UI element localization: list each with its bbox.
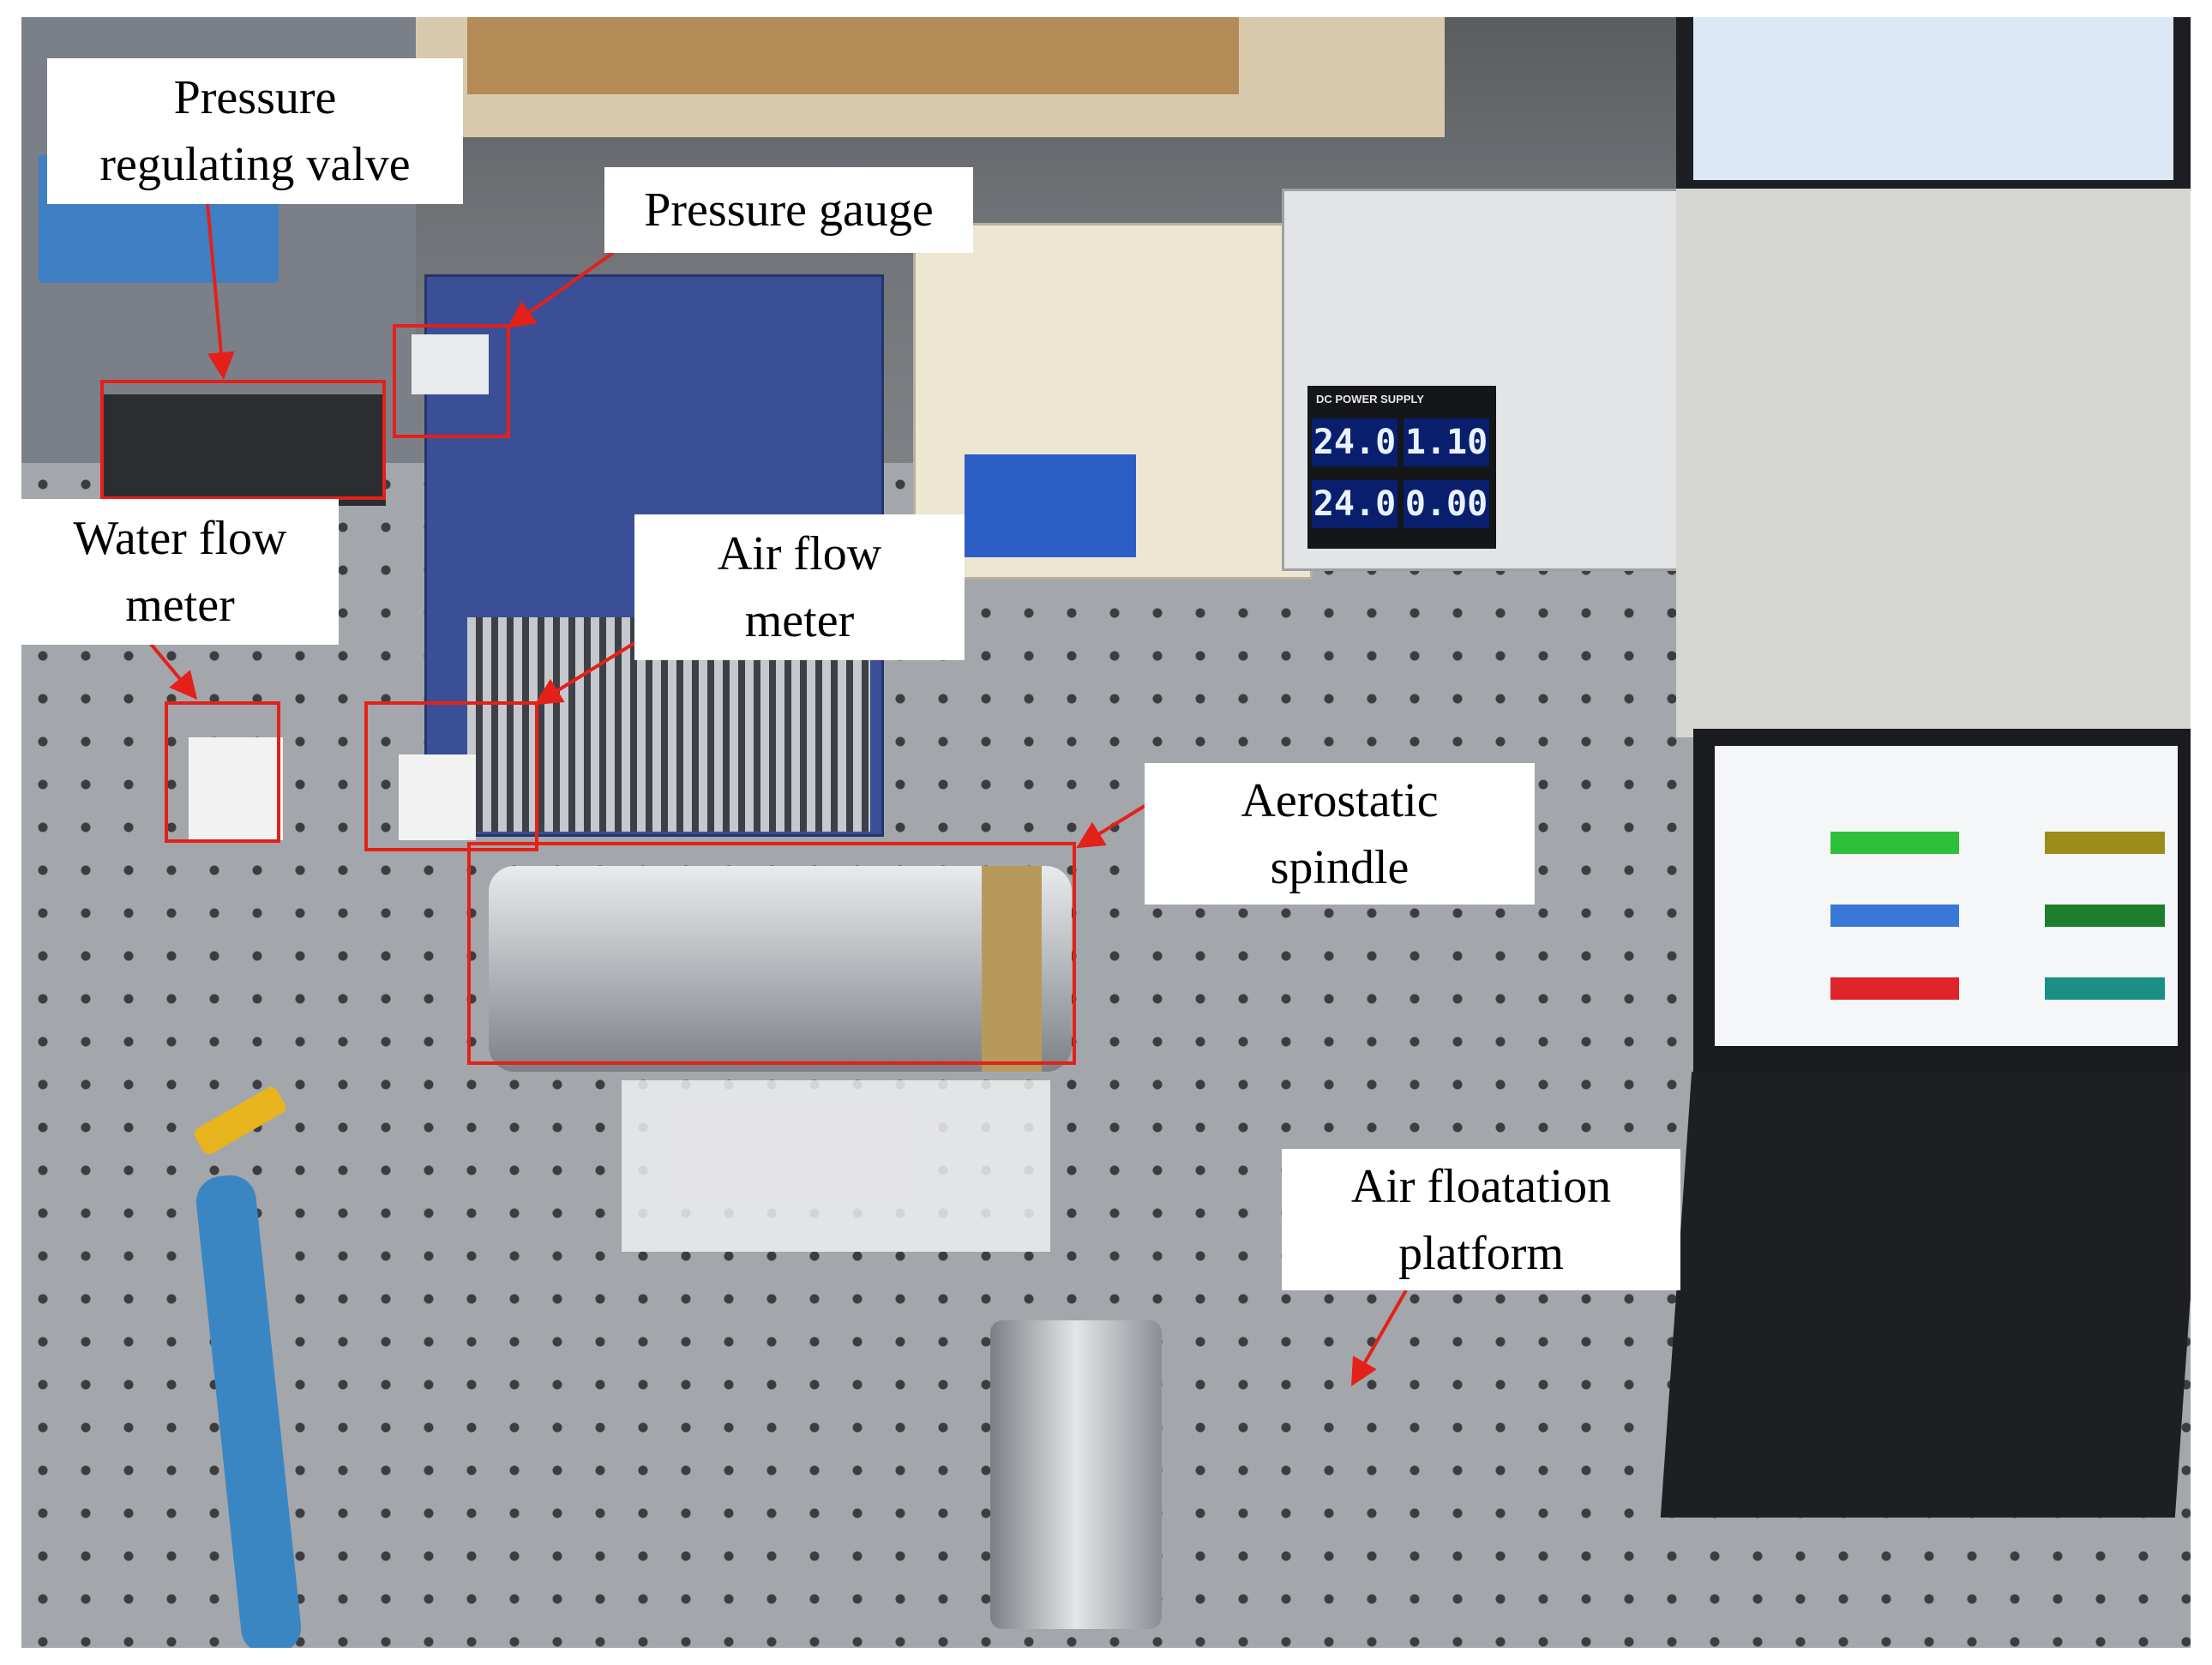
label-line: platform <box>1398 1226 1564 1280</box>
tester-screen <box>965 454 1136 557</box>
label-water-flow-meter: Water flow meter <box>21 499 339 645</box>
regulator-valves <box>103 394 386 506</box>
label-pressure-regulating-valve: Pressure regulating valve <box>47 58 463 204</box>
highlight-aerostatic-spindle <box>467 842 1076 1065</box>
label-aerostatic-spindle: Aerostatic spindle <box>1145 763 1535 905</box>
waveform-darkgreen <box>2045 905 2165 927</box>
monitor-screen <box>1693 17 2173 180</box>
arrow-air-flow-meter <box>534 641 636 706</box>
arrow-pressure-gauge <box>507 251 615 328</box>
pressure-gauge-device <box>412 334 489 394</box>
water-flow-device <box>189 737 283 840</box>
foam-pad <box>622 1080 1050 1252</box>
label-line: regulating valve <box>99 138 411 191</box>
highlight-water-flow-meter <box>165 701 280 843</box>
waveform-red <box>1830 977 1959 1000</box>
voltage-display-1: 24.0 <box>1312 418 1398 466</box>
label-pressure-gauge: Pressure gauge <box>604 167 973 253</box>
highlight-pressure-gauge <box>393 324 510 438</box>
highlight-pressure-regulating-valve <box>100 380 386 500</box>
waveform-olive <box>2045 832 2165 854</box>
label-line: Water flow <box>73 512 287 565</box>
waveform-green <box>1830 832 1959 854</box>
voltage-display-2: 24.0 <box>1312 480 1398 528</box>
highlight-air-flow-meter <box>364 701 538 851</box>
label-air-floatation-platform: Air floatation platform <box>1282 1149 1680 1290</box>
label-line: Air flow <box>717 527 882 580</box>
label-line: spindle <box>1270 840 1410 894</box>
label-line: Pressure <box>173 71 337 124</box>
cardboard-boxes <box>467 17 1239 94</box>
arrow-pressure-regulating-valve <box>204 183 235 380</box>
label-line: meter <box>125 579 235 632</box>
label-air-flow-meter: Air flow meter <box>634 514 965 660</box>
waveform-teal <box>2045 977 2165 1000</box>
current-display-2: 0.00 <box>1404 480 1489 528</box>
arrow-water-flow-meter <box>148 641 198 700</box>
air-flow-device <box>399 754 476 840</box>
pc-tower <box>1676 189 2191 737</box>
label-line: Air floatation <box>1350 1159 1612 1213</box>
spindle-body <box>489 866 1072 1072</box>
spindle-ring <box>982 866 1042 1072</box>
label-line: Aerostatic <box>1241 773 1439 827</box>
label-line: Pressure gauge <box>644 183 934 237</box>
label-line: meter <box>744 594 855 647</box>
arrow-aerostatic-spindle <box>1076 804 1146 849</box>
power-supply-brand: DC POWER SUPPLY <box>1316 393 1424 406</box>
current-display-1: 1.10 <box>1404 418 1489 466</box>
sensor-cylinder <box>990 1320 1162 1629</box>
waveform-blue <box>1830 905 1959 927</box>
arrow-air-floatation-platform <box>1351 1289 1408 1386</box>
